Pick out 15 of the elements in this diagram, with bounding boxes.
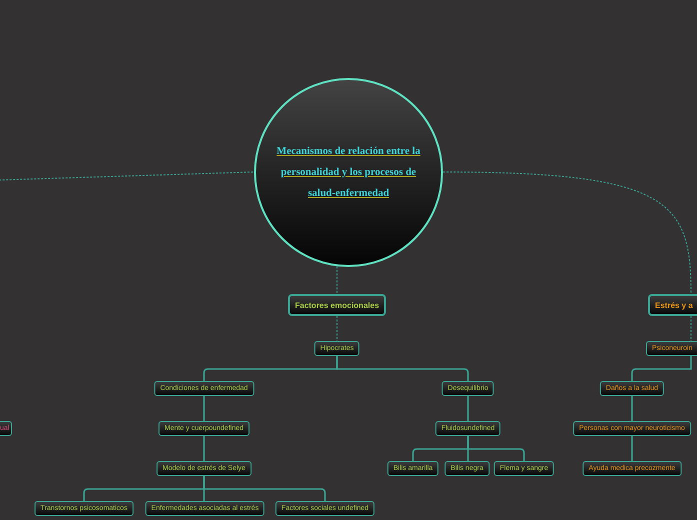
topic-node: Estrés y a [648,294,697,316]
connector-line [631,356,692,381]
dashed-connector [690,316,692,342]
connector-line [203,436,205,461]
dashed-connector [336,316,338,342]
connector-line [336,356,469,381]
connector-line [203,396,205,421]
dashed-connector [442,172,692,294]
topic-node: Factores emocionales [288,294,386,316]
connector-line [467,396,469,421]
connector-line [631,436,633,461]
dashed-connector [336,266,338,294]
connector-line [631,396,633,421]
dashed-connector [0,172,254,180]
central-topic-title: Mecanismos de relación entre la personalidad y los procesos de salud-enfermedad [276,145,422,201]
